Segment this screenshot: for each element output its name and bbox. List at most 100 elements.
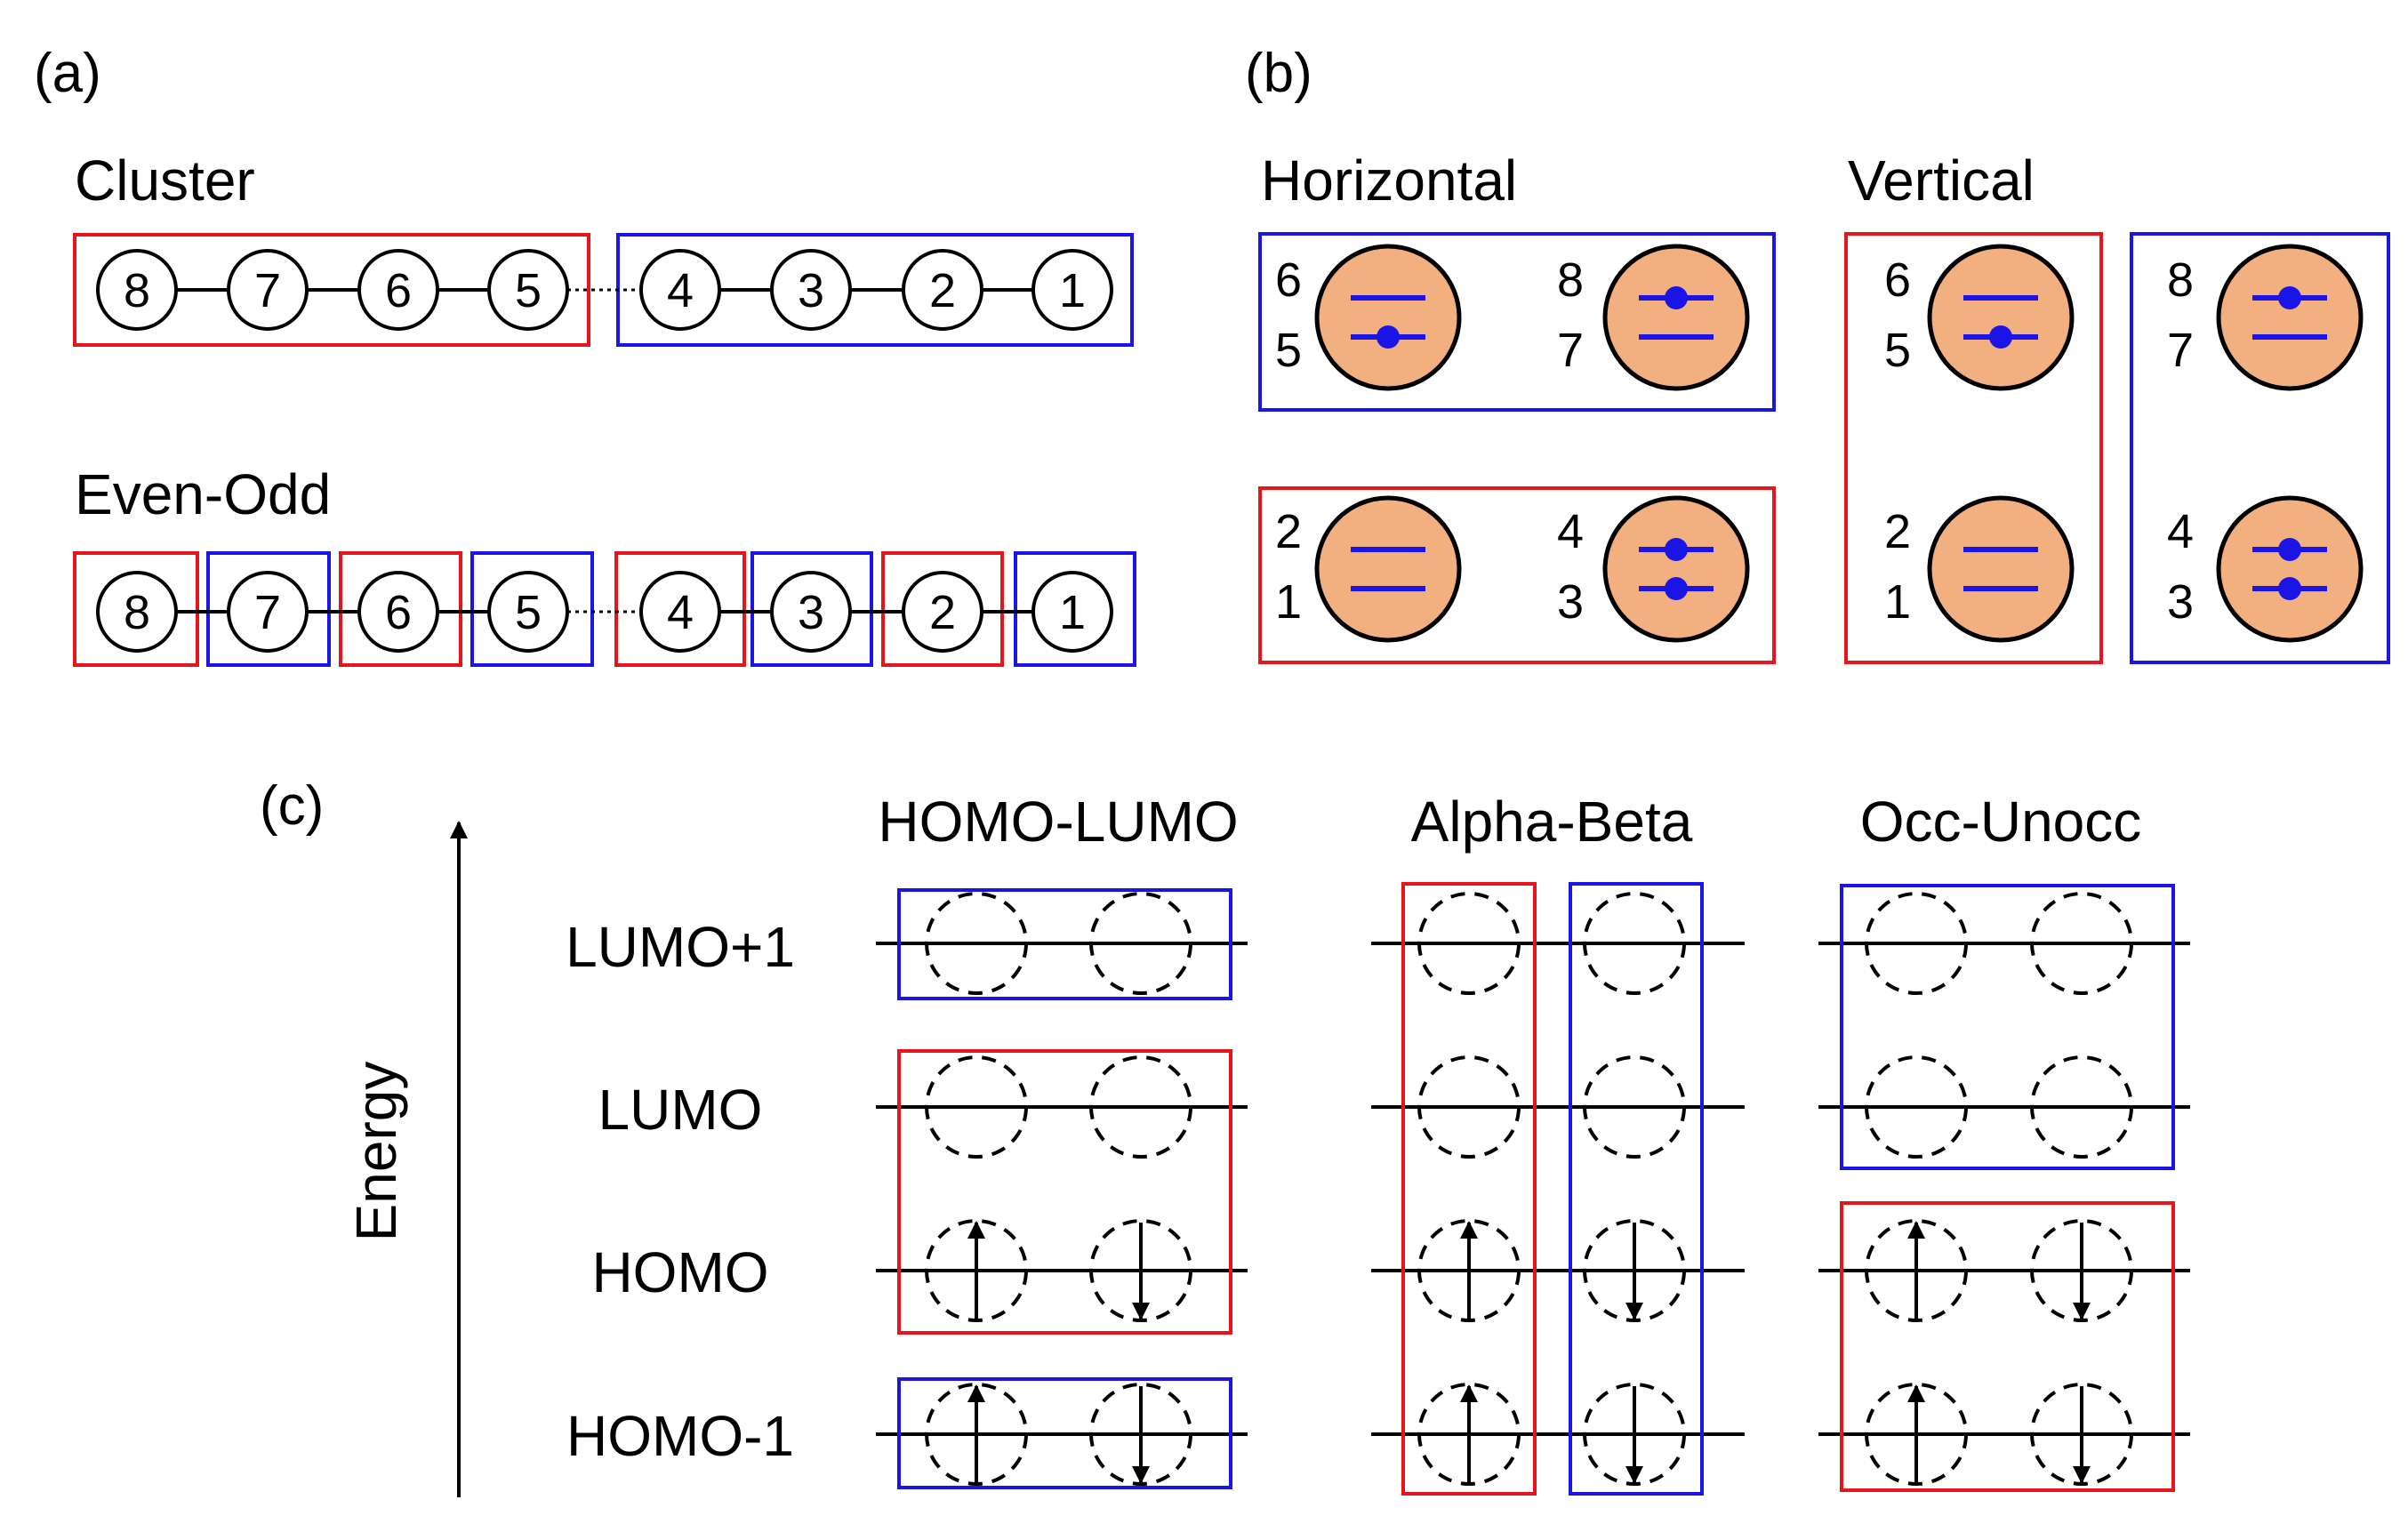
electron-dot <box>1989 325 2012 349</box>
even-odd-site-circle <box>1031 571 1113 653</box>
orbital-index-label: 7 <box>1557 324 1584 377</box>
vertical-blue-box <box>2130 232 2390 664</box>
cluster-site-circle <box>639 249 721 331</box>
cluster-site-label: 2 <box>929 264 956 317</box>
orbital-dashed-circle <box>925 1383 1028 1486</box>
even-odd-site-circle <box>96 571 178 653</box>
even-odd-blue-box <box>750 551 873 667</box>
electron-dot <box>2278 538 2301 561</box>
even-odd-site-label: 8 <box>124 586 150 639</box>
even-odd-blue-box <box>1014 551 1136 667</box>
horizontal-blue-box <box>1258 232 1776 412</box>
orbital-index-label: 6 <box>1275 253 1302 307</box>
orbital-dashed-circle <box>1583 1219 1686 1322</box>
orbital-dashed-circle <box>1417 892 1521 995</box>
orbital-dashed-circle <box>2030 1055 2133 1159</box>
cluster-site-label: 1 <box>1059 264 1086 317</box>
cluster-site-circle <box>902 249 983 331</box>
orbital-circle <box>2216 495 2364 643</box>
orbital-dashed-circle <box>1865 1383 1968 1486</box>
even-odd-title: Even-Odd <box>75 462 331 526</box>
orbital-dashed-circle <box>1583 1383 1686 1486</box>
even-odd-site-label: 3 <box>798 586 824 639</box>
orbital-dashed-circle <box>1417 1219 1521 1322</box>
cluster-red-box <box>73 233 590 347</box>
panel-c-label: (c) <box>260 775 324 837</box>
orbital-dashed-circle <box>1583 892 1686 995</box>
horizontal-red-box <box>1258 486 1776 664</box>
even-odd-site-label: 4 <box>667 586 694 639</box>
orbital-dashed-circle <box>1089 892 1192 995</box>
beta-blue-box <box>1569 882 1704 1496</box>
orbital-index-label: 1 <box>1884 575 1911 629</box>
panel-b-label: (b) <box>1245 43 1312 104</box>
orbital-circle <box>2216 244 2364 391</box>
cluster-site-circle <box>487 249 569 331</box>
level-label-lumo-plus-1: LUMO+1 <box>566 915 795 979</box>
panel-a-label: (a) <box>34 43 101 104</box>
even-odd-site-label: 7 <box>254 586 281 639</box>
scheme-title-alpha-beta: Alpha-Beta <box>1411 790 1693 854</box>
orbital-index-label: 3 <box>1557 575 1584 629</box>
even-odd-red-box <box>881 551 1004 667</box>
energy-level-diagram <box>876 882 2190 1496</box>
even-odd-site-circle <box>639 571 721 653</box>
level-label-homo-minus-1: HOMO-1 <box>566 1404 794 1468</box>
orbital-index-label: 4 <box>1557 505 1584 558</box>
orbital-dashed-circle <box>925 892 1028 995</box>
orbital-circle <box>1927 244 2075 391</box>
even-odd-red-box <box>339 551 462 667</box>
even-odd-site-circle <box>227 571 309 653</box>
electron-dot <box>1665 286 1688 309</box>
orbital-circle <box>1602 244 1750 391</box>
orbital-dashed-circle <box>2030 1219 2133 1322</box>
even-odd-site-circle <box>770 571 852 653</box>
horizontal-title: Horizontal <box>1261 148 1517 213</box>
even-odd-site-circle <box>357 571 439 653</box>
cluster-site-label: 5 <box>515 264 542 317</box>
even-odd-site-circle <box>902 571 983 653</box>
energy-axis-label: Energy <box>344 1062 408 1242</box>
orbital-circle <box>1314 495 1462 643</box>
scheme-title-occ-unocc: Occ-Unocc <box>1860 790 2142 854</box>
even-odd-red-box <box>73 551 199 667</box>
even-odd-site-label: 5 <box>515 586 542 639</box>
orbital-circle <box>1927 495 2075 643</box>
even-odd-blue-box <box>470 551 594 667</box>
orbital-index-label: 7 <box>2167 324 2194 377</box>
homo-lumo-blue-box <box>897 1377 1232 1489</box>
orbital-dashed-circle <box>1865 1055 1968 1159</box>
cluster-site-circle <box>1031 249 1113 331</box>
alpha-red-box <box>1401 882 1537 1496</box>
panel-c: (c) Energy LUMO+1 LUMO HOMO HOMO-1 HOMO-… <box>260 775 2190 1497</box>
orbital-dashed-circle <box>1089 1055 1192 1159</box>
orbital-dashed-circle <box>1583 1055 1686 1159</box>
cluster-site-circle <box>96 249 178 331</box>
even-odd-site-label: 2 <box>929 586 956 639</box>
even-odd-red-box <box>614 551 746 667</box>
orbital-index-label: 5 <box>1275 324 1302 377</box>
unocc-blue-box <box>1840 884 2175 1170</box>
electron-dot <box>1377 325 1400 349</box>
orbital-index-label: 6 <box>1884 253 1911 307</box>
cluster-site-label: 7 <box>254 264 281 317</box>
cluster-site-circle <box>227 249 309 331</box>
even-odd-site-label: 1 <box>1059 586 1086 639</box>
cluster-site-circle <box>770 249 852 331</box>
vertical-title: Vertical <box>1848 148 2035 213</box>
cluster-site-label: 3 <box>798 264 824 317</box>
electron-dot <box>2278 577 2301 600</box>
orbital-dashed-circle <box>925 1219 1028 1322</box>
orbital-index-label: 8 <box>2167 253 2194 307</box>
orbital-dashed-circle <box>1089 1219 1192 1322</box>
orbital-index-label: 2 <box>1275 505 1302 558</box>
level-label-homo: HOMO <box>591 1240 768 1304</box>
cluster-site-circle <box>357 249 439 331</box>
homo-lumo-blue-box <box>897 888 1232 1000</box>
orbital-index-label: 4 <box>2167 505 2194 558</box>
